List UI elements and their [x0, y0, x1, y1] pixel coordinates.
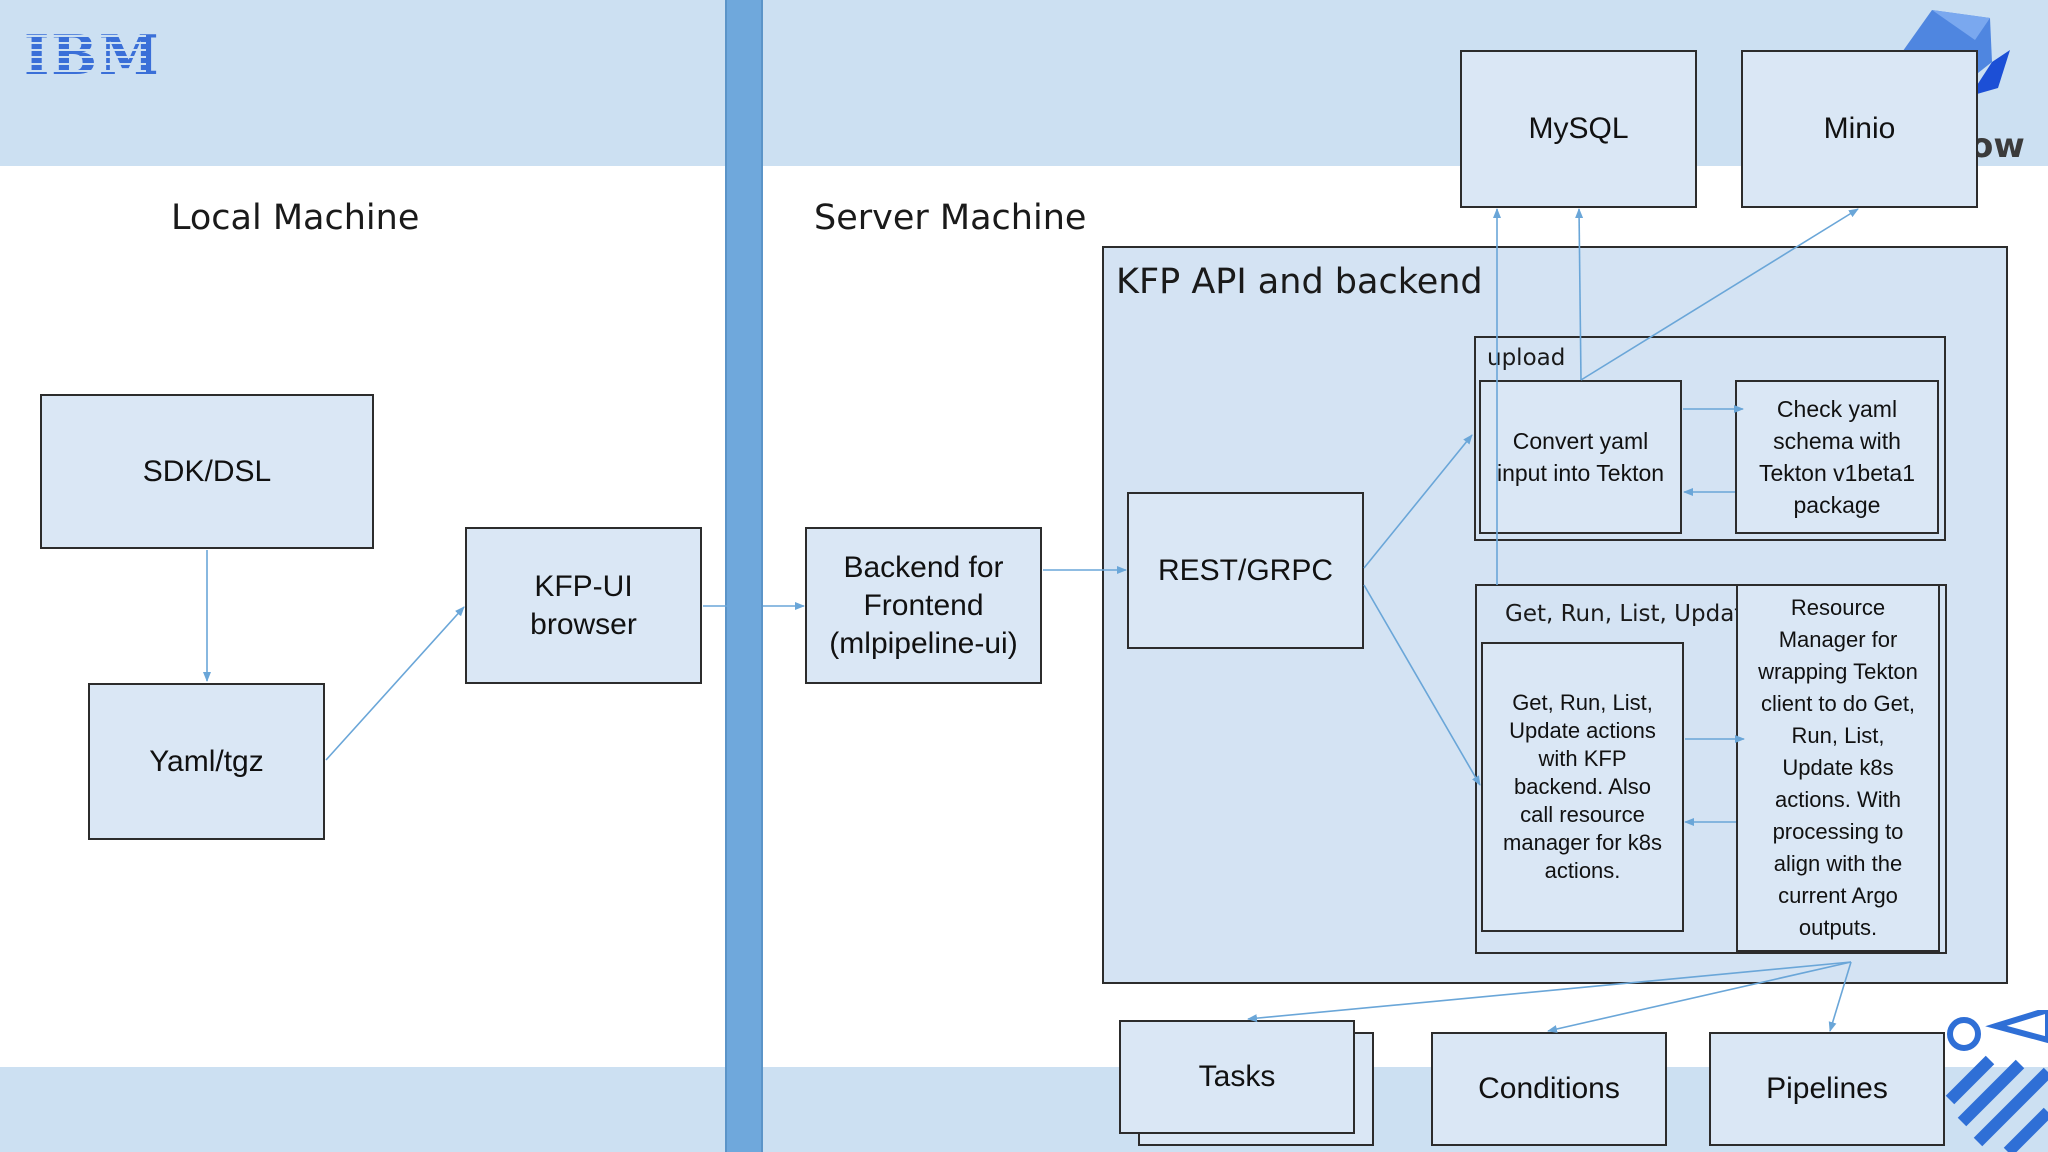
- check-line-3: Tekton v1beta1: [1758, 460, 1915, 486]
- sdk-dsl-text: SDK/DSL: [142, 454, 272, 488]
- rest-grpc-text: REST/GRPC: [1157, 553, 1334, 587]
- backend-line-3: (mlpipeline-ui): [829, 626, 1018, 660]
- arrow-upload-to-minio: [1580, 208, 1859, 381]
- resource-line-6: Update k8s: [1782, 755, 1894, 780]
- actions-line-3: with KFP: [1538, 746, 1627, 771]
- resource-line-4: client to do Get,: [1760, 691, 1916, 716]
- server-machine-title: Server Machine: [814, 198, 1087, 238]
- arrow-upload-to-mysql: [1575, 208, 1584, 381]
- upload-group: [1474, 336, 1946, 541]
- mysql-text: MySQL: [1528, 112, 1629, 145]
- arrow-yaml-to-kfpui: [325, 606, 465, 761]
- get-run-group: [1475, 584, 1947, 954]
- convert-line-2: input into Tekton: [1496, 460, 1665, 486]
- kubeflow-watermark-text: ow: [1970, 126, 2025, 166]
- pipelines-text: Pipelines: [1766, 1072, 1888, 1105]
- kubeflow-mark-icon: [1945, 1010, 2048, 1152]
- backend-line-2: Frontend: [863, 588, 984, 622]
- tasks-text: Tasks: [1198, 1060, 1276, 1093]
- resource-line-8: processing to: [1772, 819, 1904, 844]
- yaml-tgz-text: Yaml/tgz: [149, 744, 264, 778]
- machine-divider: [725, 0, 763, 1152]
- arrow-resource-to-conditions: [1547, 961, 1852, 1033]
- resource-line-10: current Argo: [1778, 883, 1898, 908]
- rest-grpc-box: REST/GRPC: [1127, 492, 1364, 649]
- arrow-resource-to-tasks: [1247, 961, 1852, 1023]
- resource-line-5: Run, List,: [1791, 723, 1885, 748]
- kfp-ui-browser-box: KFP-UI browser: [465, 527, 702, 684]
- kfp-ui-line-1: KFP-UI: [534, 569, 633, 603]
- actions-line-7: actions.: [1544, 858, 1621, 883]
- minio-box: Minio: [1741, 50, 1978, 208]
- get-run-list-update-label: Get, Run, List, Update: [1505, 601, 1758, 627]
- top-band: [0, 0, 2048, 166]
- yaml-tgz-box: Yaml/tgz: [88, 683, 325, 840]
- arrow-rest-to-upload: [1363, 434, 1473, 569]
- actions-line-4: backend. Also: [1514, 774, 1651, 799]
- kfp-actions-box: Get, Run, List, Update actions with KFP …: [1481, 642, 1684, 932]
- backend-for-frontend-box: Backend for Frontend (mlpipeline-ui): [805, 527, 1042, 684]
- minio-text: Minio: [1823, 112, 1896, 145]
- kfp-ui-line-2: browser: [530, 607, 637, 641]
- resource-line-9: align with the: [1773, 851, 1903, 876]
- arrow-rest-to-getrun: [1363, 584, 1481, 786]
- sdk-dsl-box: SDK/DSL: [40, 394, 374, 549]
- actions-line-2: Update actions: [1509, 718, 1656, 743]
- check-line-4: package: [1793, 492, 1881, 518]
- arrow-resource-to-pipelines: [1828, 961, 1852, 1032]
- bottom-band: [0, 1067, 2048, 1152]
- pipelines-box: Pipelines: [1709, 1032, 1945, 1146]
- mysql-box: MySQL: [1460, 50, 1697, 208]
- tasks-box: Tasks: [1119, 1020, 1355, 1134]
- actions-line-1: Get, Run, List,: [1512, 690, 1653, 715]
- check-line-1: Check yaml: [1776, 396, 1898, 422]
- upload-label: upload: [1487, 345, 1566, 371]
- check-line-2: schema with: [1773, 428, 1901, 454]
- kfp-api-title: KFP API and backend: [1116, 262, 1483, 302]
- resource-line-7: actions. With: [1775, 787, 1901, 812]
- resource-manager-box: Resource Manager for wrapping Tekton cli…: [1736, 584, 1940, 952]
- actions-line-6: manager for k8s: [1503, 830, 1662, 855]
- conditions-text: Conditions: [1478, 1072, 1620, 1105]
- actions-line-5: call resource: [1520, 802, 1645, 827]
- check-yaml-schema-box: Check yaml schema with Tekton v1beta1 pa…: [1735, 380, 1939, 534]
- convert-line-1: Convert yaml: [1512, 428, 1649, 454]
- resource-line-11: outputs.: [1798, 915, 1878, 940]
- resource-line-3: wrapping Tekton: [1758, 659, 1918, 684]
- conditions-box: Conditions: [1431, 1032, 1667, 1146]
- resource-line-2: Manager for: [1778, 627, 1898, 652]
- convert-yaml-box: Convert yaml input into Tekton: [1479, 380, 1682, 534]
- backend-line-1: Backend for: [843, 550, 1004, 584]
- local-machine-title: Local Machine: [171, 198, 420, 238]
- resource-line-1: Resource: [1790, 595, 1886, 620]
